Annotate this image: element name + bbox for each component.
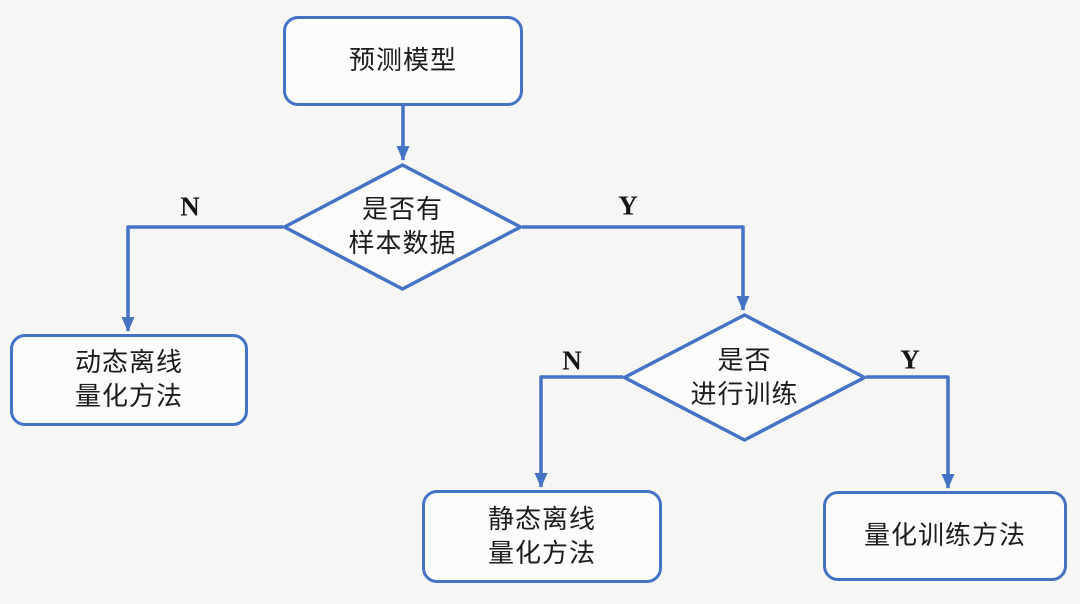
node-process-training: 量化训练方法 [823, 491, 1067, 581]
branch-label-training-yes: Y [900, 344, 920, 375]
node-decision-training: 是否 进行训练 [622, 313, 867, 442]
branch-label-sample-no: N [180, 191, 200, 222]
branch-label-training-no: N [562, 345, 582, 376]
node-process-dynamic-label: 动态离线 量化方法 [74, 348, 183, 411]
diamond-shape [622, 313, 867, 442]
branch-label-sample-yes: Y [618, 190, 638, 221]
node-process-static: 静态离线 量化方法 [422, 490, 662, 583]
node-decision-sample-data-label: 是否有 样本数据 [348, 195, 457, 258]
node-process-training-label: 量化训练方法 [863, 521, 1026, 550]
node-start-label: 预测模型 [348, 46, 457, 75]
diamond-shape [282, 163, 523, 291]
node-process-dynamic: 动态离线 量化方法 [10, 334, 248, 426]
node-start: 预测模型 [283, 16, 523, 106]
node-process-static-label: 静态离线 量化方法 [487, 504, 596, 568]
node-decision-sample-data: 是否有 样本数据 [282, 163, 523, 291]
node-decision-training-label: 是否 进行训练 [690, 345, 799, 409]
